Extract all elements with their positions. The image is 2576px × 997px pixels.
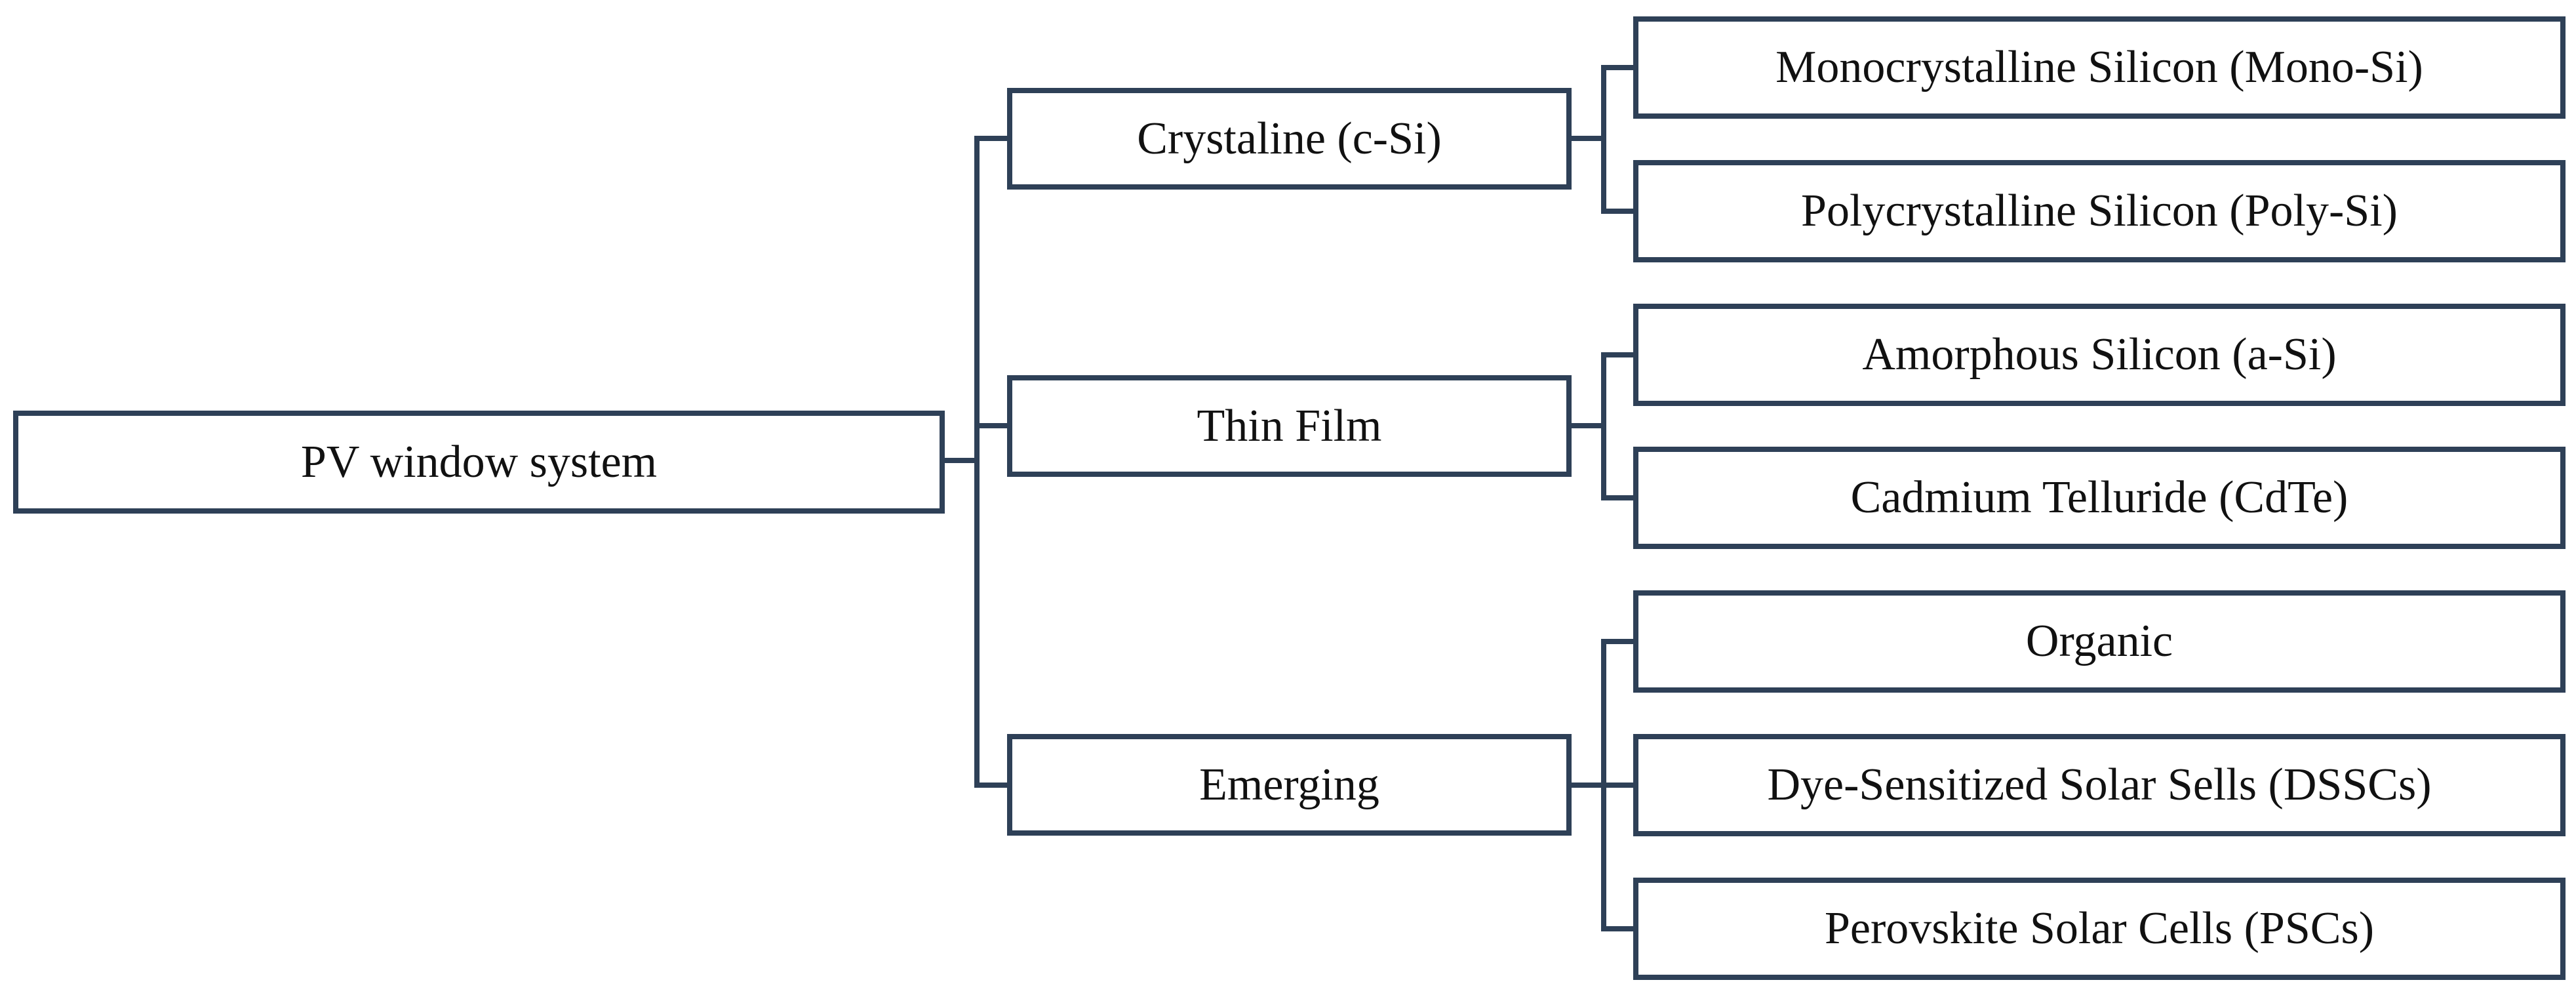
leaf-node-label: Polycrystalline Silicon (Poly-Si) [1801,186,2398,236]
leaf-node-label: Dye-Sensitized Solar Sells (DSSCs) [1767,760,2432,810]
leaf-node-organic: Organic [1633,590,2566,693]
category-node-label: Thin Film [1197,400,1382,451]
leaf-node-label: Perovskite Solar Cells (PSCs) [1824,903,2375,954]
category-node-thin-film: Thin Film [1007,375,1572,477]
leaf-node-cdte: Cadmium Telluride (CdTe) [1633,447,2566,549]
leaf-node-mono-si: Monocrystalline Silicon (Mono-Si) [1633,16,2566,119]
leaf-node-a-si: Amorphous Silicon (a-Si) [1633,304,2566,406]
leaf-node-pscs: Perovskite Solar Cells (PSCs) [1633,878,2566,980]
category-node-label: Crystaline (c-Si) [1137,113,1442,164]
root-node-label: PV window system [300,436,658,487]
leaf-node-poly-si: Polycrystalline Silicon (Poly-Si) [1633,160,2566,262]
leaf-node-label: Amorphous Silicon (a-Si) [1862,329,2337,380]
category-node-emerging: Emerging [1007,734,1572,836]
leaf-node-label: Organic [2025,616,2173,666]
leaf-node-label: Monocrystalline Silicon (Mono-Si) [1775,42,2423,92]
root-node-pv-window-system: PV window system [13,411,945,514]
category-node-label: Emerging [1199,759,1379,810]
leaf-node-label: Cadmium Telluride (CdTe) [1850,472,2348,523]
leaf-node-dsscs: Dye-Sensitized Solar Sells (DSSCs) [1633,734,2566,836]
category-node-crystaline: Crystaline (c-Si) [1007,88,1572,190]
